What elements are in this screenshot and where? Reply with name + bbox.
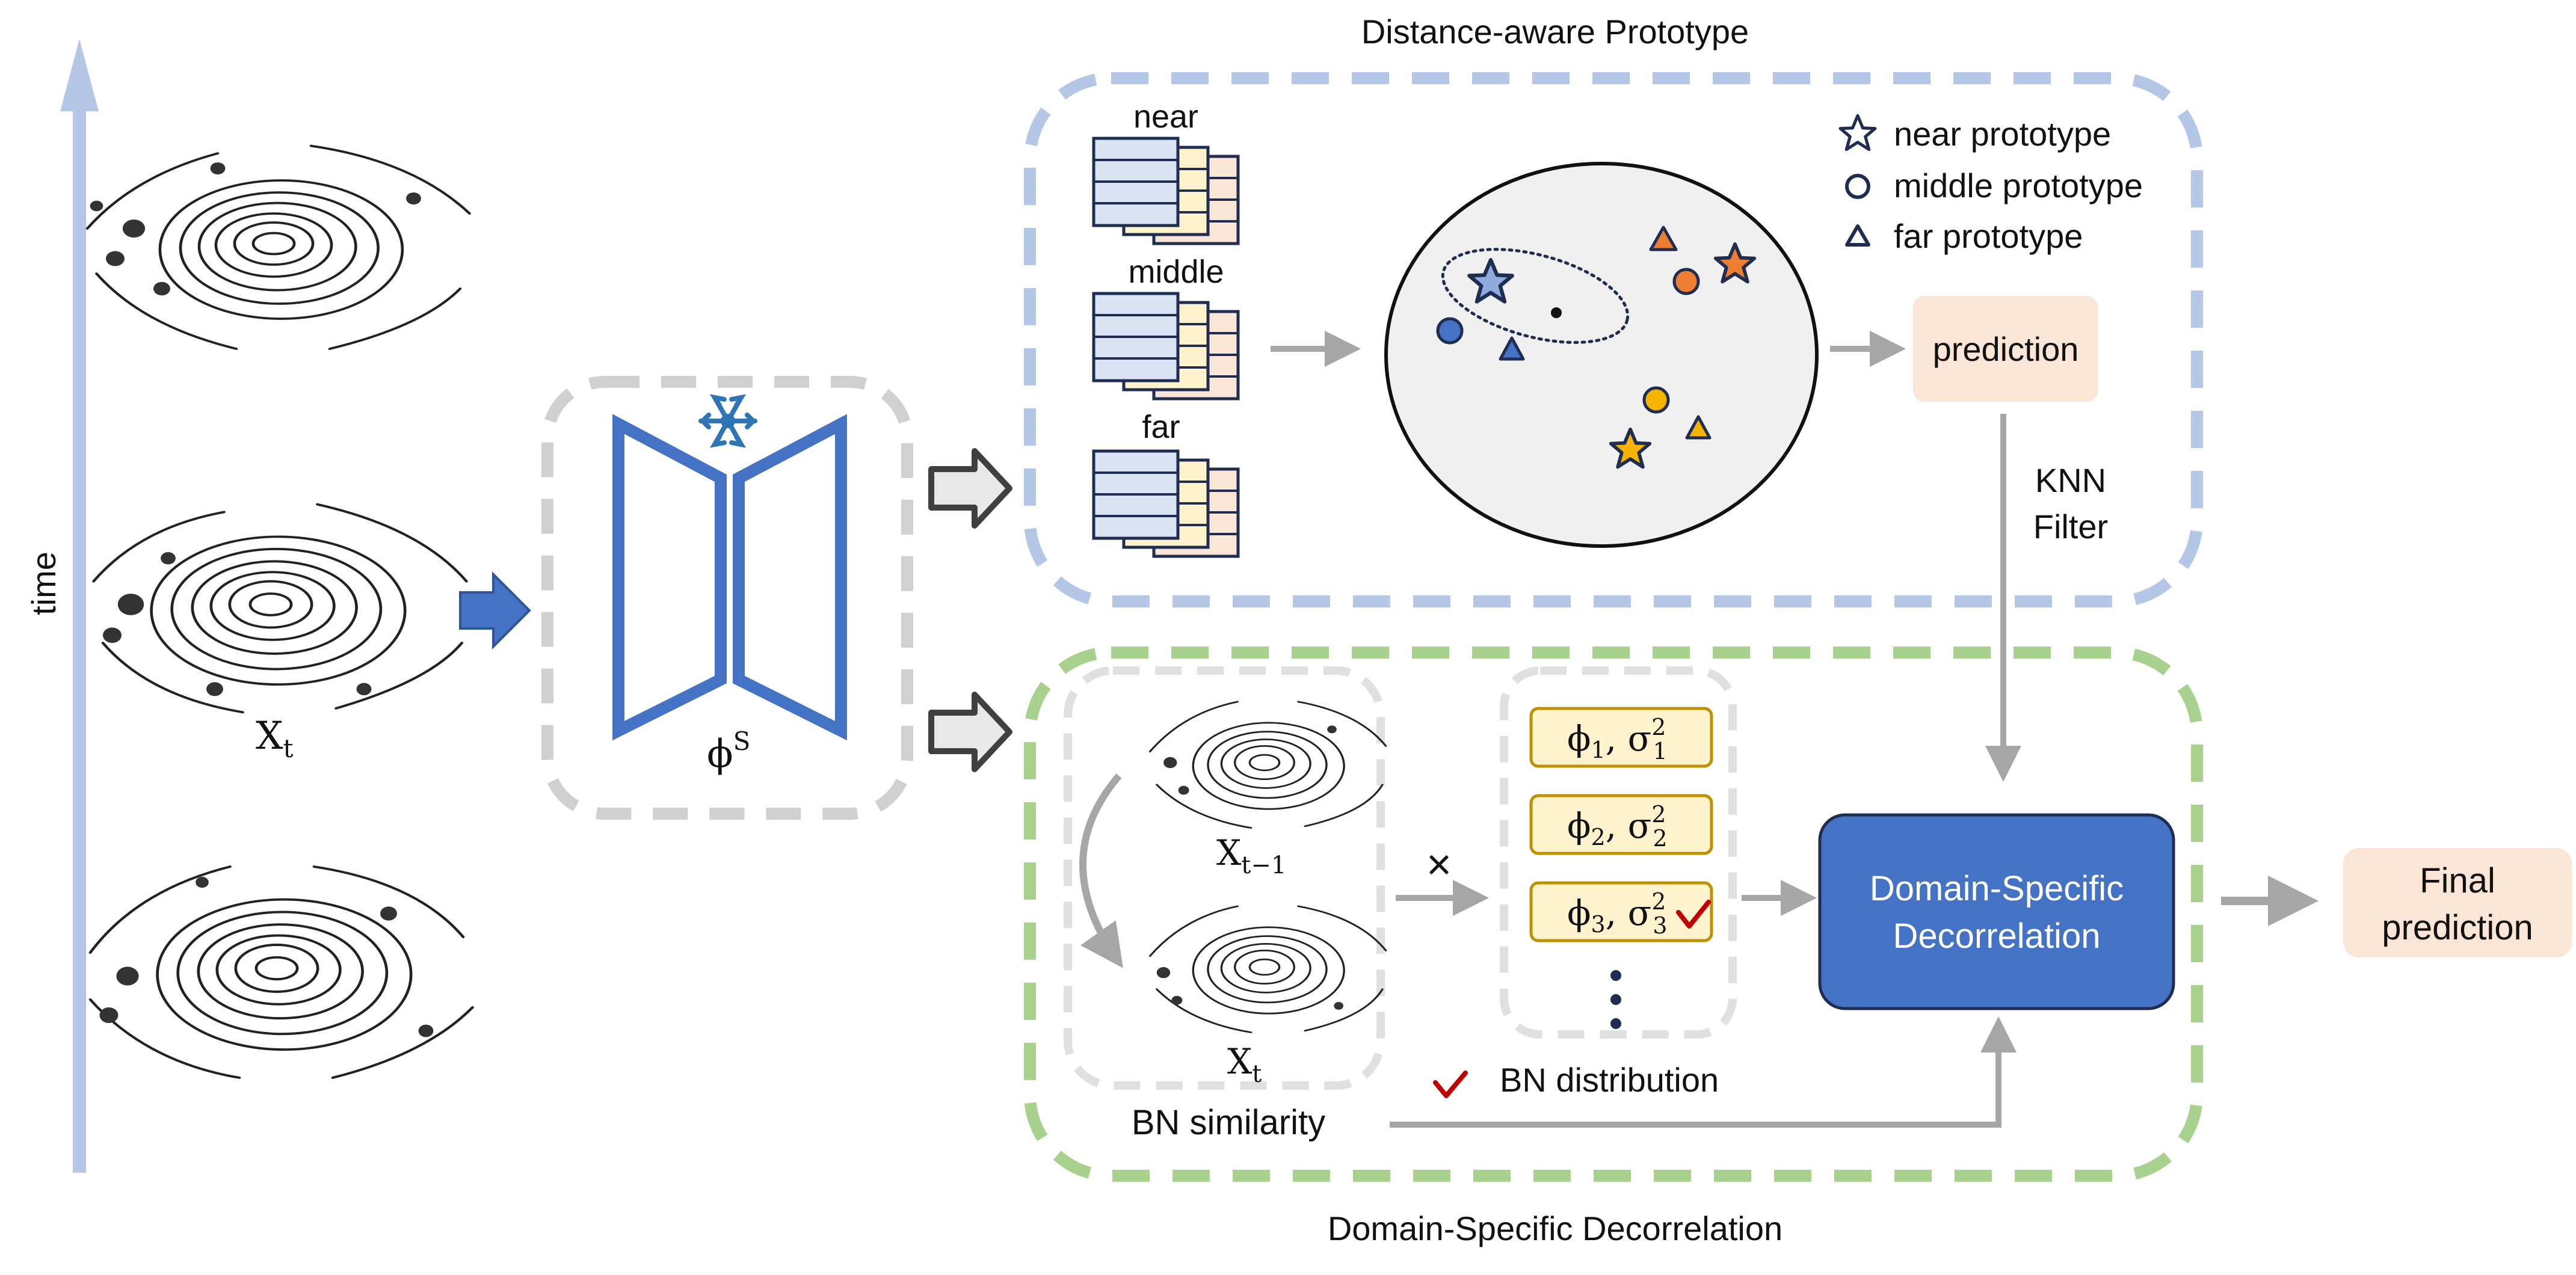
far-prototype-orange (1649, 226, 1678, 251)
group-label-near: near (1133, 99, 1198, 135)
group-label-middle: middle (1128, 254, 1224, 290)
prev-frame-label: Xt−1 (1216, 832, 1286, 879)
dsd-block-line2: Decorrelation (1893, 917, 2101, 956)
curr-frame-label: Xt (1227, 1041, 1262, 1088)
point-cloud-prev-frame (1148, 701, 1387, 829)
decorrelation-panel (1024, 647, 2203, 1182)
svg-text:ϕ3, σ23: ϕ3, σ23 (1567, 888, 1668, 939)
bn-stats-ellipsis (1610, 970, 1621, 1029)
current-frame-label: Xt (256, 714, 294, 763)
input-arrow (459, 571, 531, 650)
knn-label-line2: Filter (2033, 508, 2108, 545)
legend-near-label: near prototype (1894, 115, 2111, 153)
legend-far-label: far prototype (1894, 217, 2083, 255)
bn-similarity-box (1064, 666, 1385, 1090)
bn-distribution-check-icon (1433, 1071, 1468, 1098)
prediction-box (1913, 296, 2098, 402)
middle-prototype-blue (1436, 317, 1464, 345)
far-prototype-yellow (1685, 415, 1712, 440)
middle-prototype-yellow (1642, 386, 1670, 414)
far-prototype-blue (1499, 336, 1525, 361)
legend-near-icon (1840, 115, 1875, 149)
knn-label-line1: KNN (2035, 461, 2106, 499)
bn-stats-box (1500, 666, 1737, 1039)
feature-stack-near (1092, 137, 1240, 245)
feature-stack-far (1092, 449, 1240, 558)
model-symbol: ϕS (707, 727, 750, 776)
dsd-block-line1: Domain-Specific (1870, 869, 2124, 908)
legend-middle-label: middle prototype (1894, 167, 2143, 204)
decorrelation-panel-title: Domain-Specific Decorrelation (1328, 1209, 1783, 1247)
bn-distribution-label: BN distribution (1500, 1061, 1719, 1099)
arrow-to-decorrelation (928, 692, 1012, 772)
point-cloud-curr-frame (1148, 905, 1387, 1033)
model-container (541, 376, 913, 820)
middle-prototype-orange (1672, 268, 1700, 295)
feature-stack-middle (1092, 292, 1240, 401)
point-cloud-frame-1 (85, 144, 471, 350)
point-cloud-frame-3 (88, 865, 474, 1079)
encoder-shape (612, 414, 727, 741)
multiply-symbol: × (1426, 841, 1452, 889)
arrow-prev-to-curr (1079, 773, 1123, 968)
svg-text:ϕ2, σ22: ϕ2, σ22 (1567, 801, 1668, 852)
time-axis (60, 39, 99, 1173)
bn-similarity-label: BN similarity (1132, 1103, 1325, 1142)
knn-neighborhood (1441, 248, 1630, 344)
legend-far-icon (1845, 224, 1870, 247)
prototype-panel (1024, 72, 2203, 607)
query-point (1551, 307, 1562, 318)
selected-check-icon (1676, 900, 1711, 929)
prototype-panel-title: Distance-aware Prototype (1361, 13, 1749, 51)
final-prediction-line1: Final (2420, 861, 2495, 900)
prediction-label: prediction (1933, 330, 2079, 368)
dsd-block (1818, 813, 2175, 1010)
decoder-shape (733, 414, 847, 741)
svg-text:ϕ1, σ21: ϕ1, σ21 (1567, 714, 1668, 764)
arrow-similarity-to-dsd (1390, 1016, 2017, 1128)
group-label-far: far (1142, 409, 1180, 445)
snowflake-icon (698, 394, 757, 448)
legend-middle-icon (1845, 174, 1870, 199)
point-cloud-frame-current (92, 503, 468, 714)
final-prediction-line2: prediction (2382, 908, 2533, 947)
time-axis-label: time (25, 551, 63, 615)
final-prediction-box (2343, 848, 2572, 957)
arrow-to-prototype (928, 448, 1012, 529)
embedding-space (1384, 162, 1819, 548)
